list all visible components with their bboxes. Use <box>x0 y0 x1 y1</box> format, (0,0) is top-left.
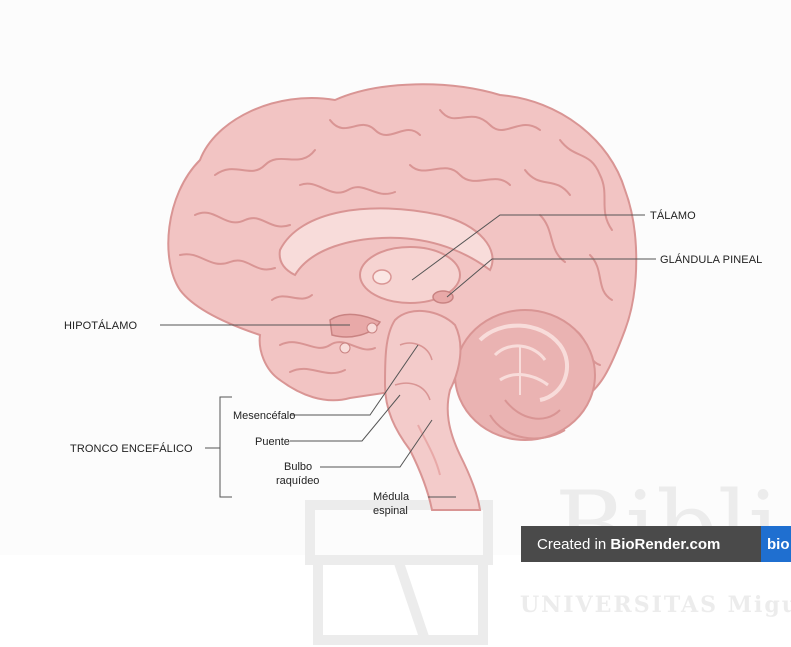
label-tronco-encefalico: TRONCO ENCEFÁLICO <box>70 442 193 455</box>
watermark-subtitle: UNIVERSITAS Migu <box>520 592 791 618</box>
label-medula-line1: Médula <box>373 491 410 503</box>
brain-illustration <box>168 84 636 510</box>
cerebellum <box>455 310 595 440</box>
credit-text: Created in BioRender.com <box>521 536 720 553</box>
credit-brand: BioRender.com <box>610 536 720 553</box>
biorender-credit-badge[interactable]: Created in BioRender.com bio <box>521 526 791 562</box>
thalamus-spot <box>373 270 391 284</box>
pineal-gland <box>433 291 453 303</box>
biorender-logo-icon: bio <box>761 526 791 562</box>
label-talamo: TÁLAMO <box>650 209 696 222</box>
label-bulbo-line2: raquídeo <box>276 475 319 487</box>
label-mesencefalo: Mesencéfalo <box>233 410 295 422</box>
label-medula-line2: espinal <box>373 505 408 517</box>
label-puente: Puente <box>255 436 290 448</box>
label-bulbo-line1: Bulbo <box>284 461 312 473</box>
credit-prefix: Created in <box>537 536 610 553</box>
label-glandula-pineal: GLÁNDULA PINEAL <box>660 253 762 266</box>
label-hipotalamo: HIPOTÁLAMO <box>64 319 137 332</box>
